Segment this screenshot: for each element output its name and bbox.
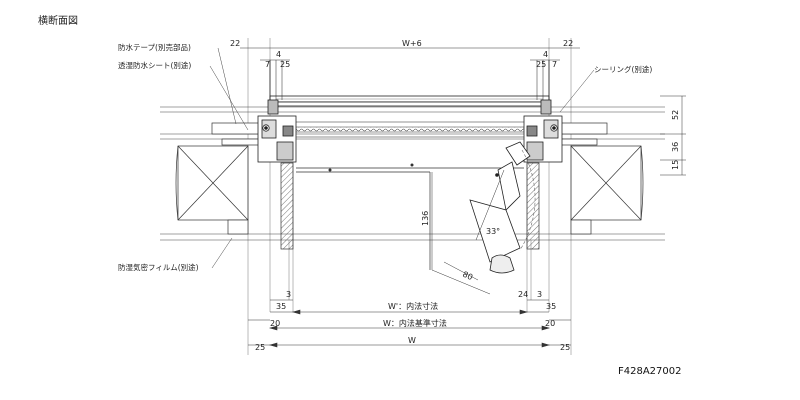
dim-bot-right-20: 20	[545, 319, 555, 328]
swing-arc	[519, 149, 536, 251]
dim-right-15: 15	[671, 160, 680, 170]
dim-bot-left-3: 3	[286, 290, 291, 299]
left-sheathing	[211, 122, 263, 235]
dim-top-left-25: 25	[280, 60, 290, 69]
label-sealing: シーリング(別途)	[594, 64, 652, 74]
dim-bot-right-25: 25	[560, 343, 570, 352]
dim-bot-right-35: 35	[546, 302, 556, 311]
right-dim-line	[660, 95, 686, 176]
drawing-heading: 横断面図	[38, 16, 78, 27]
leader-lines	[209, 47, 595, 269]
dim-bot-left-25: 25	[255, 343, 265, 352]
screw-mark	[410, 163, 414, 167]
dim-top-right-22: 22	[563, 39, 573, 48]
dim-bot-w: W	[408, 336, 416, 345]
operator-handle	[469, 141, 531, 274]
dim-mid-80: 80	[461, 270, 474, 282]
window-frame	[257, 60, 563, 163]
dim-right-52: 52	[671, 110, 680, 120]
right-stud	[570, 145, 644, 221]
dim-bot-right-3: 3	[537, 290, 542, 299]
top-dim-line	[240, 47, 580, 61]
dim-bot-left-20: 20	[270, 319, 280, 328]
dim-right-36: 36	[671, 142, 680, 152]
screw-mark	[328, 168, 332, 172]
right-sheathing	[556, 122, 608, 235]
dim-top-right-4: 4	[543, 50, 548, 59]
casing-boards	[280, 162, 540, 250]
dim-top-left-7: 7	[265, 60, 270, 69]
dim-top-left-4: 4	[276, 50, 281, 59]
label-waterproof-tape: 防水テープ(別売部品)	[118, 42, 191, 52]
dim-mid-33deg: 33°	[486, 227, 500, 236]
dim-top-left-22: 22	[230, 39, 240, 48]
dim-bot-wprime: W'：内法寸法	[388, 301, 438, 311]
inner-sill	[296, 167, 524, 270]
drawing-code: F428A27002	[618, 366, 682, 377]
dim-mid-136: 136	[421, 211, 430, 226]
swing-dims	[431, 169, 505, 295]
dim-top-w6: W+6	[402, 39, 422, 48]
dim-top-right-25: 25	[536, 60, 546, 69]
label-moisture-sheet: 透湿防水シート(別途)	[118, 60, 191, 70]
left-stud	[175, 145, 249, 221]
dim-bot-w-std: W：内法基準寸法	[383, 318, 447, 328]
dim-bot-right-24: 24	[518, 290, 528, 299]
label-airtight-film: 防湿気密フィルム(別途)	[118, 262, 199, 272]
dim-top-right-7: 7	[552, 60, 557, 69]
bottom-dim-lines	[248, 299, 571, 348]
dim-bot-left-35: 35	[276, 302, 286, 311]
